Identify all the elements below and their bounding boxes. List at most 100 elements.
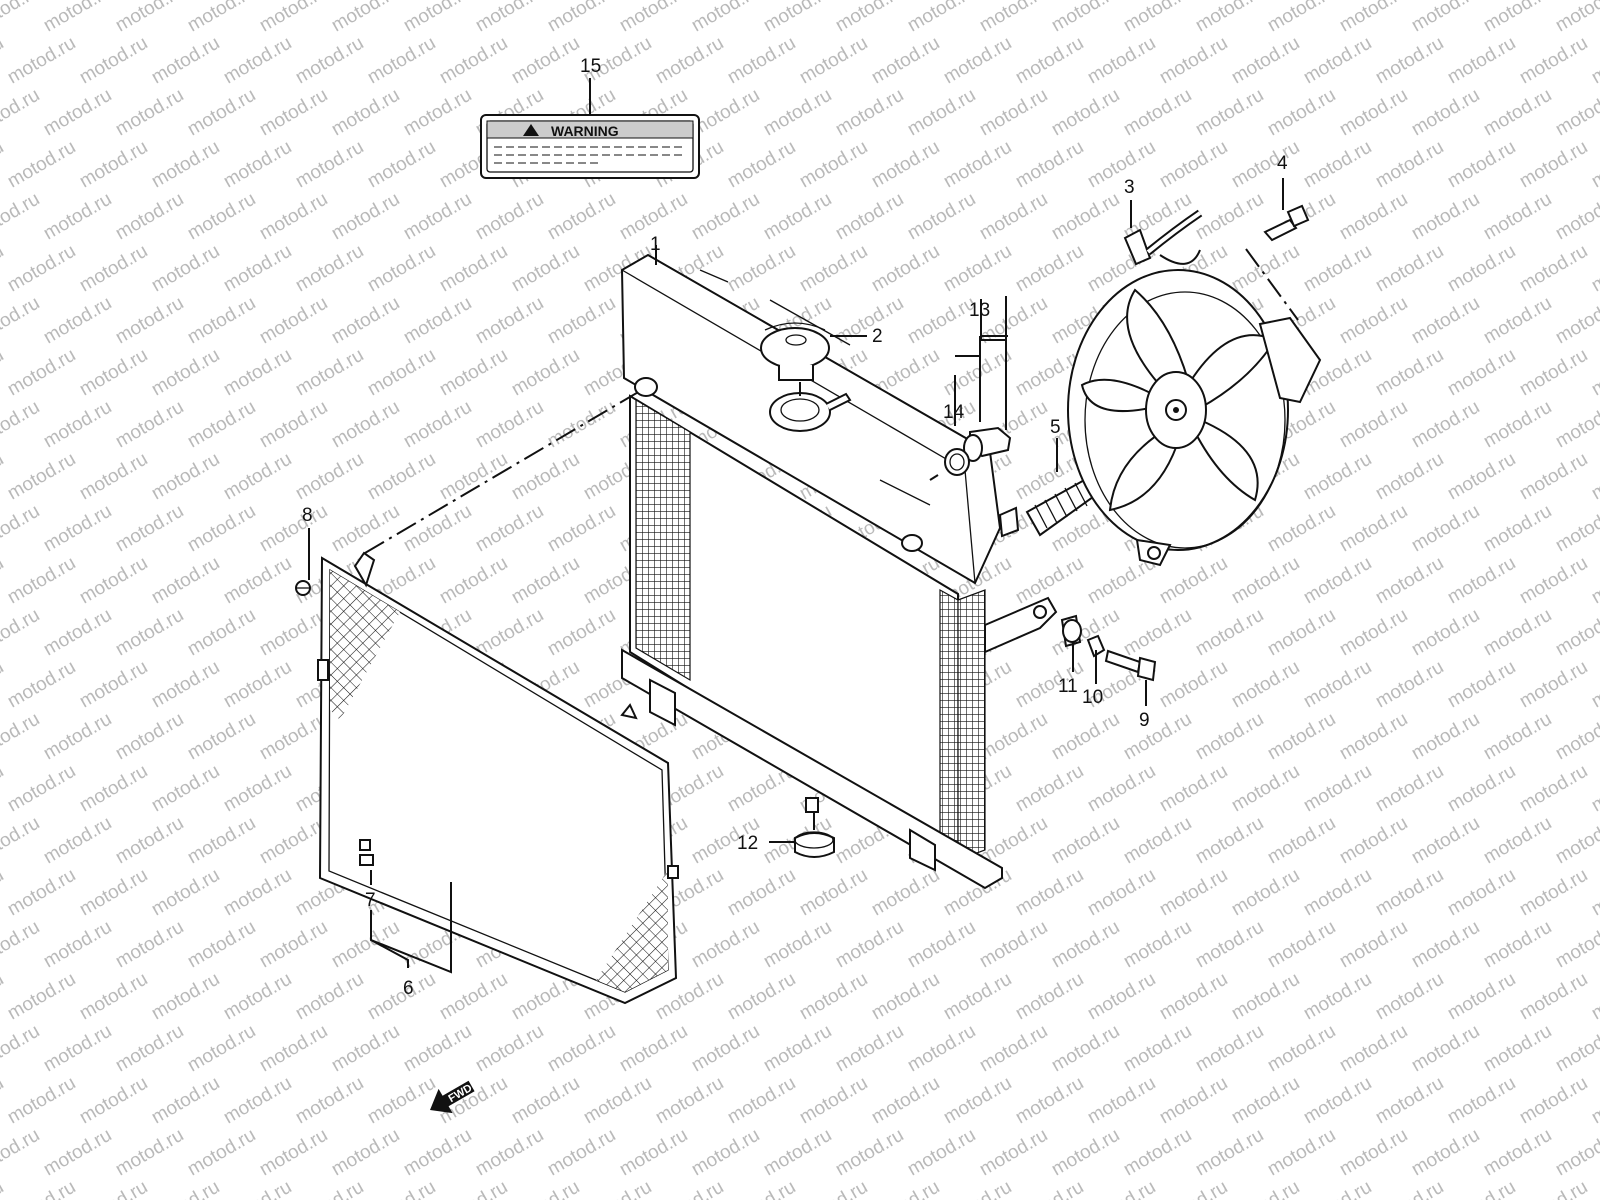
watermark-text: motod.ru <box>1264 1021 1339 1077</box>
watermark-text: motod.ru <box>940 1073 1015 1129</box>
watermark-text: motod.ru <box>364 1177 439 1200</box>
watermark-text: motod.ru <box>1516 553 1591 609</box>
watermark-text: motod.ru <box>0 397 43 453</box>
watermark-text: motod.ru <box>652 1177 727 1200</box>
watermark-text: motod.ru <box>328 397 403 453</box>
watermark-text: motod.ru <box>940 137 1015 193</box>
watermark-text: motod.ru <box>1444 1073 1519 1129</box>
watermark-text: motod.ru <box>292 33 367 89</box>
watermark-text: motod.ru <box>760 0 835 36</box>
watermark-text: motod.ru <box>796 241 871 297</box>
watermark-text: motod.ru <box>400 189 475 245</box>
watermark-text: motod.ru <box>1372 33 1447 89</box>
watermark-text: motod.ru <box>1516 761 1591 817</box>
watermark-text: motod.ru <box>1264 709 1339 765</box>
watermark-text: motod.ru <box>940 969 1015 1025</box>
watermark-text: motod.ru <box>0 813 43 869</box>
watermark-text: motod.ru <box>1408 813 1483 869</box>
watermark-text: motod.ru <box>796 137 871 193</box>
watermark-text: motod.ru <box>40 813 115 869</box>
watermark-text: motod.ru <box>76 1073 151 1129</box>
watermark-text: motod.ru <box>796 969 871 1025</box>
watermark-text: motod.ru <box>1228 553 1303 609</box>
watermark-text: motod.ru <box>1588 657 1600 713</box>
watermark-text: motod.ru <box>436 33 511 89</box>
watermark-text: motod.ru <box>400 1021 475 1077</box>
watermark-text: motod.ru <box>184 1021 259 1077</box>
watermark-text: motod.ru <box>1300 1073 1375 1129</box>
watermark-text: motod.ru <box>220 137 295 193</box>
watermark-text: motod.ru <box>760 85 835 141</box>
watermark-text: motod.ru <box>364 137 439 193</box>
watermark-text: motod.ru <box>1120 605 1195 661</box>
watermark-text: motod.ru <box>220 969 295 1025</box>
watermark-text: motod.ru <box>0 1177 7 1200</box>
watermark-text: motod.ru <box>1192 605 1267 661</box>
watermark-text: motod.ru <box>4 137 79 193</box>
watermark-text: motod.ru <box>544 0 619 36</box>
watermark-text: motod.ru <box>148 865 223 921</box>
callout-1: 1 <box>650 234 661 255</box>
watermark-text: motod.ru <box>0 241 7 297</box>
watermark-text: motod.ru <box>148 33 223 89</box>
watermark-text: motod.ru <box>760 1125 835 1181</box>
watermark-text: motod.ru <box>1084 761 1159 817</box>
watermark-text: motod.ru <box>1408 709 1483 765</box>
watermark-text: motod.ru <box>1408 605 1483 661</box>
watermark-text: motod.ru <box>868 1177 943 1200</box>
watermark-text: motod.ru <box>40 605 115 661</box>
watermark-text: motod.ru <box>328 293 403 349</box>
watermark-text: motod.ru <box>1516 969 1591 1025</box>
watermark-text: motod.ru <box>1192 0 1267 36</box>
watermark-text: motod.ru <box>76 137 151 193</box>
watermark-text: motod.ru <box>1012 1073 1087 1129</box>
watermark-text: motod.ru <box>184 397 259 453</box>
watermark-text: motod.ru <box>1552 397 1600 453</box>
watermark-text: motod.ru <box>508 33 583 89</box>
watermark-text: motod.ru <box>1372 241 1447 297</box>
watermark-text: motod.ru <box>364 33 439 89</box>
watermark-text: motod.ru <box>1372 761 1447 817</box>
watermark-text: motod.ru <box>760 1021 835 1077</box>
watermark-text: motod.ru <box>1444 657 1519 713</box>
watermark-text: motod.ru <box>0 553 7 609</box>
watermark-text: motod.ru <box>1516 657 1591 713</box>
watermark-text: motod.ru <box>652 33 727 89</box>
watermark-text: motod.ru <box>1336 501 1411 557</box>
watermark-text: motod.ru <box>328 189 403 245</box>
watermark-text: motod.ru <box>796 33 871 89</box>
watermark-text: motod.ru <box>1588 865 1600 921</box>
watermark-text: motod.ru <box>1552 293 1600 349</box>
watermark-text: motod.ru <box>1336 397 1411 453</box>
watermark-text: motod.ru <box>148 137 223 193</box>
watermark-text: motod.ru <box>1552 709 1600 765</box>
watermark-text: motod.ru <box>292 241 367 297</box>
watermark-text: motod.ru <box>1156 761 1231 817</box>
watermark-text: motod.ru <box>1336 0 1411 36</box>
watermark-text: motod.ru <box>1228 761 1303 817</box>
watermark-text: motod.ru <box>1516 345 1591 401</box>
watermark-text: motod.ru <box>724 1073 799 1129</box>
watermark-text: motod.ru <box>508 553 583 609</box>
watermark-text: motod.ru <box>1588 449 1600 505</box>
watermark-text: motod.ru <box>112 85 187 141</box>
watermark-text: motod.ru <box>0 189 43 245</box>
watermark-text: motod.ru <box>220 241 295 297</box>
watermark-text: motod.ru <box>0 657 7 713</box>
watermark-text: motod.ru <box>0 345 7 401</box>
watermark-text: motod.ru <box>292 345 367 401</box>
callout-8: 8 <box>302 505 313 526</box>
watermark-text: motod.ru <box>940 241 1015 297</box>
watermark-text: motod.ru <box>364 345 439 401</box>
callout-11: 11 <box>1058 676 1078 697</box>
callout-10: 10 <box>1082 687 1103 708</box>
watermark-text: motod.ru <box>1480 709 1555 765</box>
watermark-text: motod.ru <box>724 1177 799 1200</box>
watermark-text: motod.ru <box>832 189 907 245</box>
watermark-text: motod.ru <box>724 137 799 193</box>
radiator-cap <box>760 322 867 396</box>
watermark-text: motod.ru <box>1264 813 1339 869</box>
watermark-text: motod.ru <box>1552 189 1600 245</box>
watermark-text: motod.ru <box>1192 85 1267 141</box>
watermark-text: motod.ru <box>1408 1021 1483 1077</box>
